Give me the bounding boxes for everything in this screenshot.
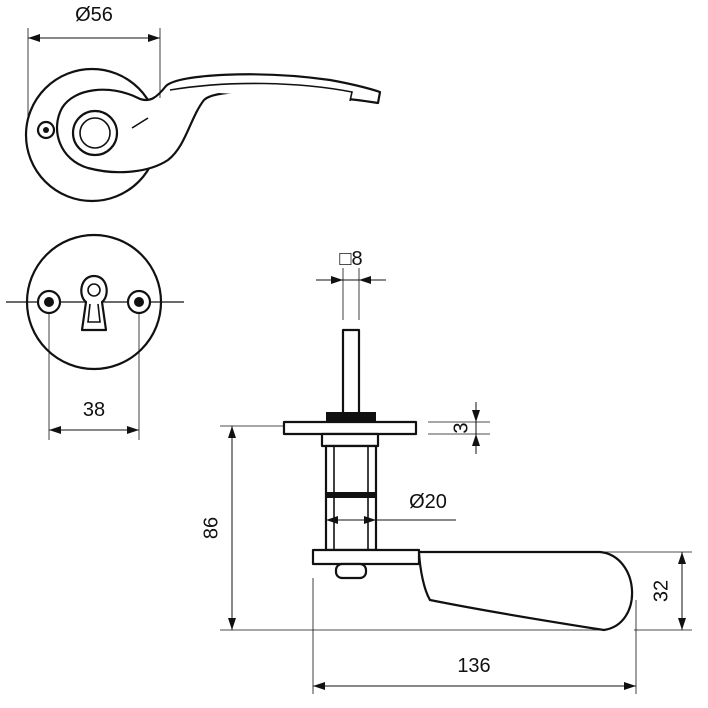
dimension-overall-height: 86 (200, 425, 604, 631)
lever-tail-edge (131, 117, 149, 129)
lever-arm-top-view (55, 73, 382, 174)
label-rose-diameter: Ø56 (75, 4, 113, 26)
label-overall-height: 86 (200, 517, 222, 539)
keyhole-inner (87, 303, 101, 323)
label-spindle-square: □8 (339, 248, 362, 270)
spindle-hole (79, 117, 111, 149)
lever-blade-side (417, 550, 634, 632)
label-lever-height: 32 (650, 580, 672, 602)
dimension-rose-diameter: Ø56 (27, 4, 161, 120)
lever-bevel-line (169, 82, 353, 102)
dimension-plate-thickness: 3 (428, 402, 490, 454)
escutcheon-front-view (6, 233, 184, 371)
dimension-lever-height: 32 (604, 551, 692, 631)
top-view-lever-on-rose (24, 67, 382, 203)
spindle-square-bar (341, 328, 361, 416)
label-plate-thickness: 3 (450, 422, 472, 433)
collar-under-plate (320, 432, 380, 448)
neck-band (326, 492, 376, 498)
label-neck-diameter: Ø20 (409, 491, 447, 513)
label-escutcheon-width: 38 (83, 399, 105, 421)
dimension-neck-diameter: Ø20 (326, 491, 456, 524)
screw-hole-center (43, 127, 49, 133)
dimension-escutcheon-width: 38 (48, 314, 140, 440)
dimension-spindle-square: □8 (316, 248, 386, 320)
side-view-lever-assembly (282, 328, 634, 632)
rose-plate-side (282, 420, 418, 436)
dimension-lever-length: 136 (312, 578, 637, 694)
lever-set-screw (334, 562, 368, 580)
label-lever-length: 136 (457, 655, 490, 677)
lever-base-plate (311, 548, 421, 566)
keyhole-round-inner (87, 283, 101, 297)
thread-ring-dark (326, 412, 376, 422)
